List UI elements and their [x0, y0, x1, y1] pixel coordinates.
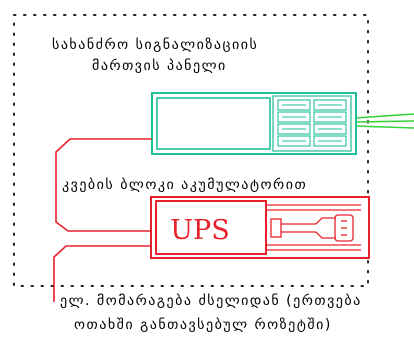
panel-label-line2: მართვის პანელი: [92, 57, 227, 74]
mains-supply-wire: [53, 245, 152, 302]
ups-connector: [266, 204, 361, 251]
battery-label: კვების ბლოკი აკუმულატორით: [62, 176, 307, 193]
panel-output-wires: [354, 113, 414, 129]
red-power-wires: [53, 138, 152, 302]
mains-label-line2: ოთახში განთავსებულ როზეტში): [74, 316, 332, 333]
control-panel-device: [151, 92, 357, 155]
panel-to-ups-wire: [55, 138, 152, 232]
mains-label-line1: ელ. მომარაგება ძსელიდან (ერთვება: [60, 292, 362, 309]
ups-label: UPS: [170, 215, 229, 246]
dotted-enclosure: [13, 14, 369, 287]
panel-label-line1: სახანძრო სიგნალიზაციის: [52, 36, 258, 53]
panel-terminal-blocks: [277, 99, 347, 147]
ups-device: UPS: [150, 196, 370, 259]
